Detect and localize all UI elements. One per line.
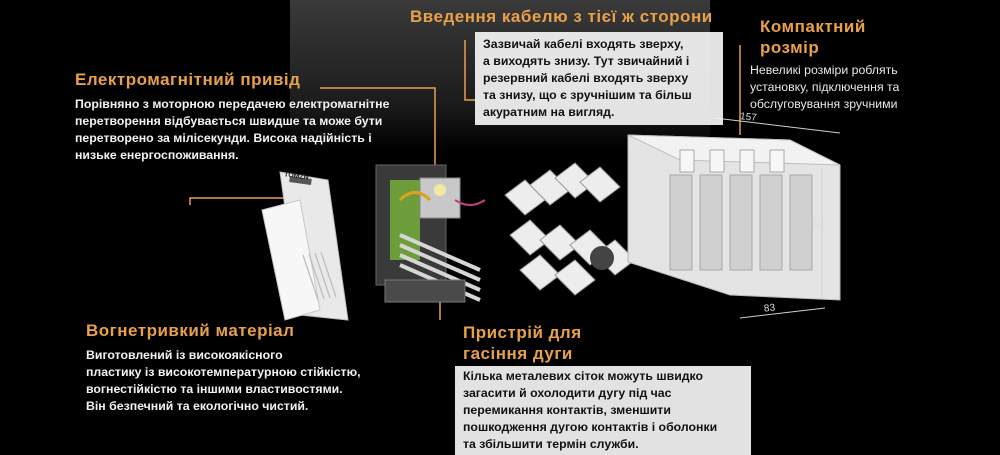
compact-title-line1: Компактний xyxy=(760,17,866,36)
electromagnetic-title: Електромагнітний привід xyxy=(75,70,301,89)
device-housing-part xyxy=(627,134,841,301)
arc-chute-part xyxy=(504,162,636,296)
dimension-height: 95 xyxy=(812,217,824,230)
arc-title-line2: гасіння дуги xyxy=(463,344,573,363)
compact-title-line2: розмір xyxy=(760,38,820,57)
arc-title-line1: Пристрій для xyxy=(463,323,582,342)
callout-connectors xyxy=(189,40,741,320)
fireproof-description: Виготовлений із високоякісного пластику … xyxy=(86,348,361,413)
electromagnetic-drive-part xyxy=(375,164,486,303)
dimension-width: 157 xyxy=(739,111,758,124)
fireproof-title: Вогнетривкий матеріал xyxy=(86,321,295,340)
cable-entry-description: Зазвичай кабелі входять зверху, а виходя… xyxy=(475,32,723,125)
compact-description: Невеликі розміри роблять установку, підк… xyxy=(750,63,900,111)
electromagnetic-description: Порівняно з моторною передачею електрома… xyxy=(75,97,390,162)
front-cover-part xyxy=(261,171,349,321)
dimension-lines xyxy=(714,117,841,319)
cable-entry-title: Введення кабелю з тієї ж сторони xyxy=(410,7,713,26)
arc-description: Кілька металевих сіток можуть швидко заг… xyxy=(455,366,751,455)
dimension-depth: 83 xyxy=(763,302,776,315)
